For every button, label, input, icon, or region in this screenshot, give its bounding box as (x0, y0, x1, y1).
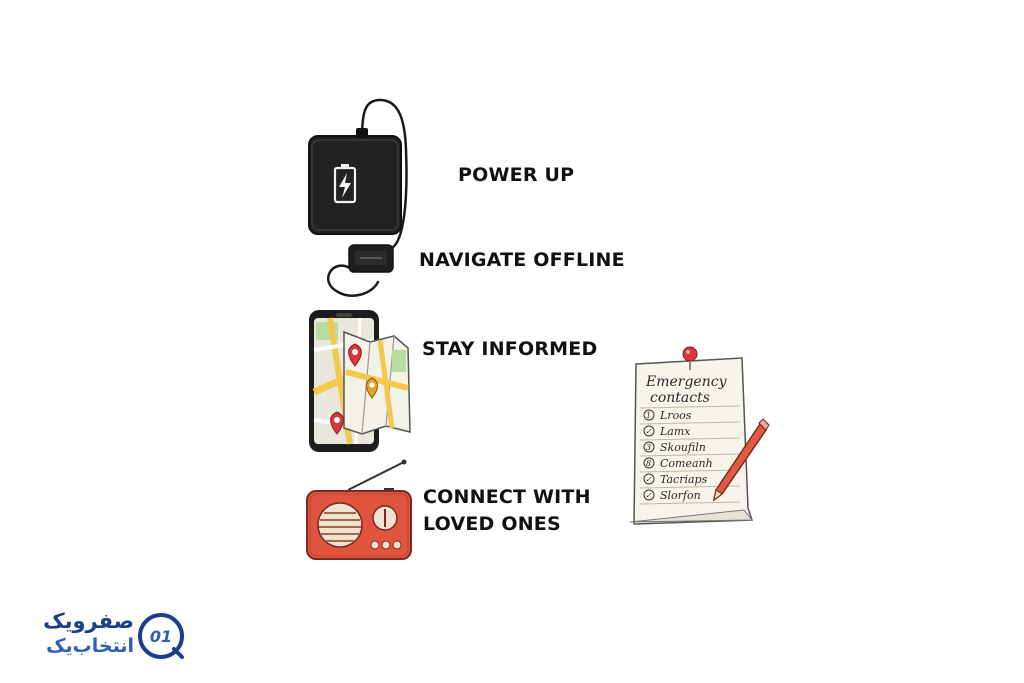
note-title-line1: Emergency (645, 374, 728, 390)
note-entry: ✓ Tacriaps (643, 473, 708, 486)
logo-mark-text: 01 (150, 627, 172, 646)
note-entry-mark: ✓ (645, 427, 652, 436)
notepad-icon: Emergency contacts 1 Lroos ✓ Lamx 3 Skou… (629, 357, 754, 525)
pencil-icon (712, 418, 770, 502)
note-entry: 8 Comeanh (643, 457, 713, 470)
logo-mark-icon: 01 (138, 613, 184, 659)
logo-text-line2: انتخاب‌یک (46, 635, 134, 657)
battery-charging-icon (333, 164, 357, 204)
charging-cable (326, 98, 408, 297)
note-entry: ✓ Slorfon (643, 489, 701, 502)
pushpin-icon (682, 346, 698, 370)
power-up-label: POWER UP (458, 164, 575, 186)
logo-text-line1: صفرویک (43, 609, 134, 633)
note-entry-mark: 1 (646, 411, 651, 420)
note-entry: ✓ Lamx (643, 425, 691, 438)
note-entry-mark: 8 (646, 459, 651, 468)
connect-loved-ones-label: CONNECT WITH LOVED ONES (423, 484, 591, 538)
note-entry: 1 Lroos (643, 409, 692, 422)
connect-line2: LOVED ONES (423, 513, 561, 535)
note-entry-name: Lamx (659, 425, 691, 438)
note-title-line2: contacts (650, 390, 710, 406)
note-entry-mark: 3 (646, 443, 651, 452)
note-entry-name: Comeanh (660, 457, 713, 470)
connect-line1: CONNECT WITH (423, 486, 591, 508)
power-bank-icon (308, 128, 402, 235)
note-entry-mark: ✓ (645, 475, 652, 484)
note-entry-name: Skoufiln (660, 441, 706, 454)
antenna-icon (347, 461, 405, 491)
navigate-offline-label: NAVIGATE OFFLINE (419, 249, 625, 271)
note-entry-name: Lroos (659, 409, 692, 422)
usb-adapter-icon (348, 244, 394, 273)
brand-logo: صفرویک انتخاب‌یک 01 (26, 609, 186, 669)
note-entry-name: Tacriaps (660, 473, 708, 486)
note-entry-mark: ✓ (645, 491, 652, 500)
note-entry: 3 Skoufiln (643, 441, 706, 454)
map-pin-icon (330, 343, 379, 435)
note-entry-name: Slorfon (660, 489, 701, 502)
stay-informed-label: STAY INFORMED (422, 338, 598, 360)
radio-icon (306, 459, 412, 560)
